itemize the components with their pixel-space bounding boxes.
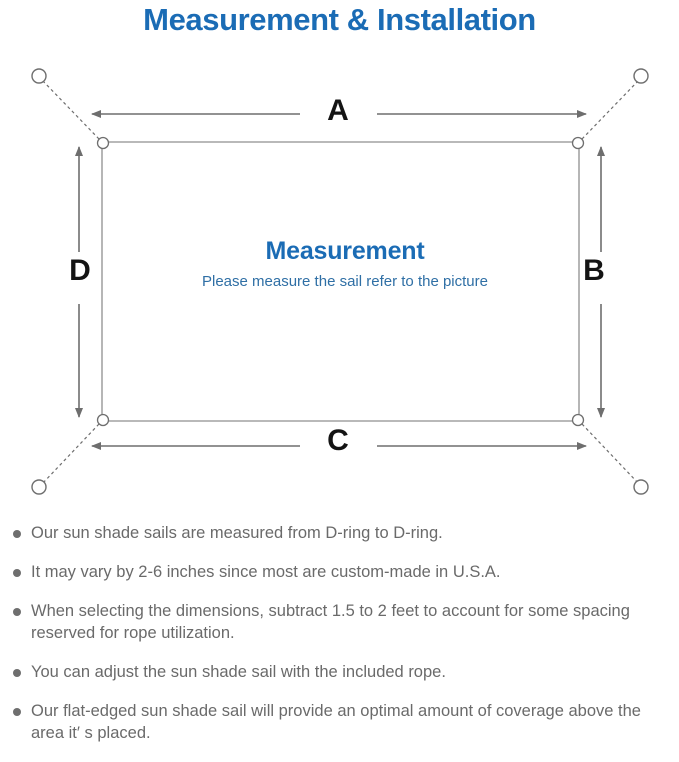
page-title: Measurement & Installation [143, 2, 536, 37]
d-ring-bottom-left-icon [96, 413, 110, 427]
list-item: Our sun shade sails are measured from D-… [0, 523, 679, 545]
anchor-ring-bottom-left-icon [31, 479, 47, 495]
list-item: You can adjust the sun shade sail with t… [0, 662, 679, 684]
dimension-label-d: D [69, 254, 91, 287]
dimension-label-c: C [327, 424, 349, 457]
note-text: Our flat-edged sun shade sail will provi… [31, 701, 641, 742]
measurement-diagram: A B C D Measurement Please measure the s… [0, 48, 679, 518]
rope-top-left [41, 79, 100, 140]
bullet-icon [13, 668, 21, 677]
d-ring-bottom-right-icon [571, 413, 585, 427]
anchor-ring-top-right-icon [633, 68, 649, 84]
bullet-icon [13, 707, 21, 716]
note-text: When selecting the dimensions, subtract … [31, 601, 630, 642]
note-text: You can adjust the sun shade sail with t… [31, 662, 446, 681]
measurement-subtext: Please measure the sail refer to the pic… [202, 272, 488, 290]
bullet-icon [13, 530, 21, 538]
list-item: When selecting the dimensions, subtract … [0, 601, 679, 645]
note-text: It may vary by 2-6 inches since most are… [31, 562, 501, 581]
rope-top-right [581, 79, 640, 140]
d-ring-top-right-icon [571, 136, 585, 150]
list-item: It may vary by 2-6 inches since most are… [0, 562, 679, 584]
dimension-label-a: A [327, 94, 349, 127]
sail-center-caption: Measurement Please measure the sail refe… [110, 237, 580, 291]
anchor-ring-top-left-icon [31, 68, 47, 84]
rope-bottom-left [41, 423, 100, 485]
rope-bottom-right [581, 423, 640, 485]
note-text: Our sun shade sails are measured from D-… [31, 524, 443, 542]
dimension-label-b: B [583, 254, 605, 287]
anchor-ring-bottom-right-icon [633, 479, 649, 495]
sail-body [101, 141, 580, 422]
measurement-heading: Measurement [265, 237, 425, 265]
bullet-icon [13, 607, 21, 616]
d-ring-top-left-icon [96, 136, 110, 150]
bullet-icon [13, 568, 21, 577]
notes-list: Our sun shade sails are measured from D-… [0, 523, 679, 762]
diagram-canvas [31, 68, 649, 495]
list-item: Our flat-edged sun shade sail will provi… [0, 701, 679, 745]
